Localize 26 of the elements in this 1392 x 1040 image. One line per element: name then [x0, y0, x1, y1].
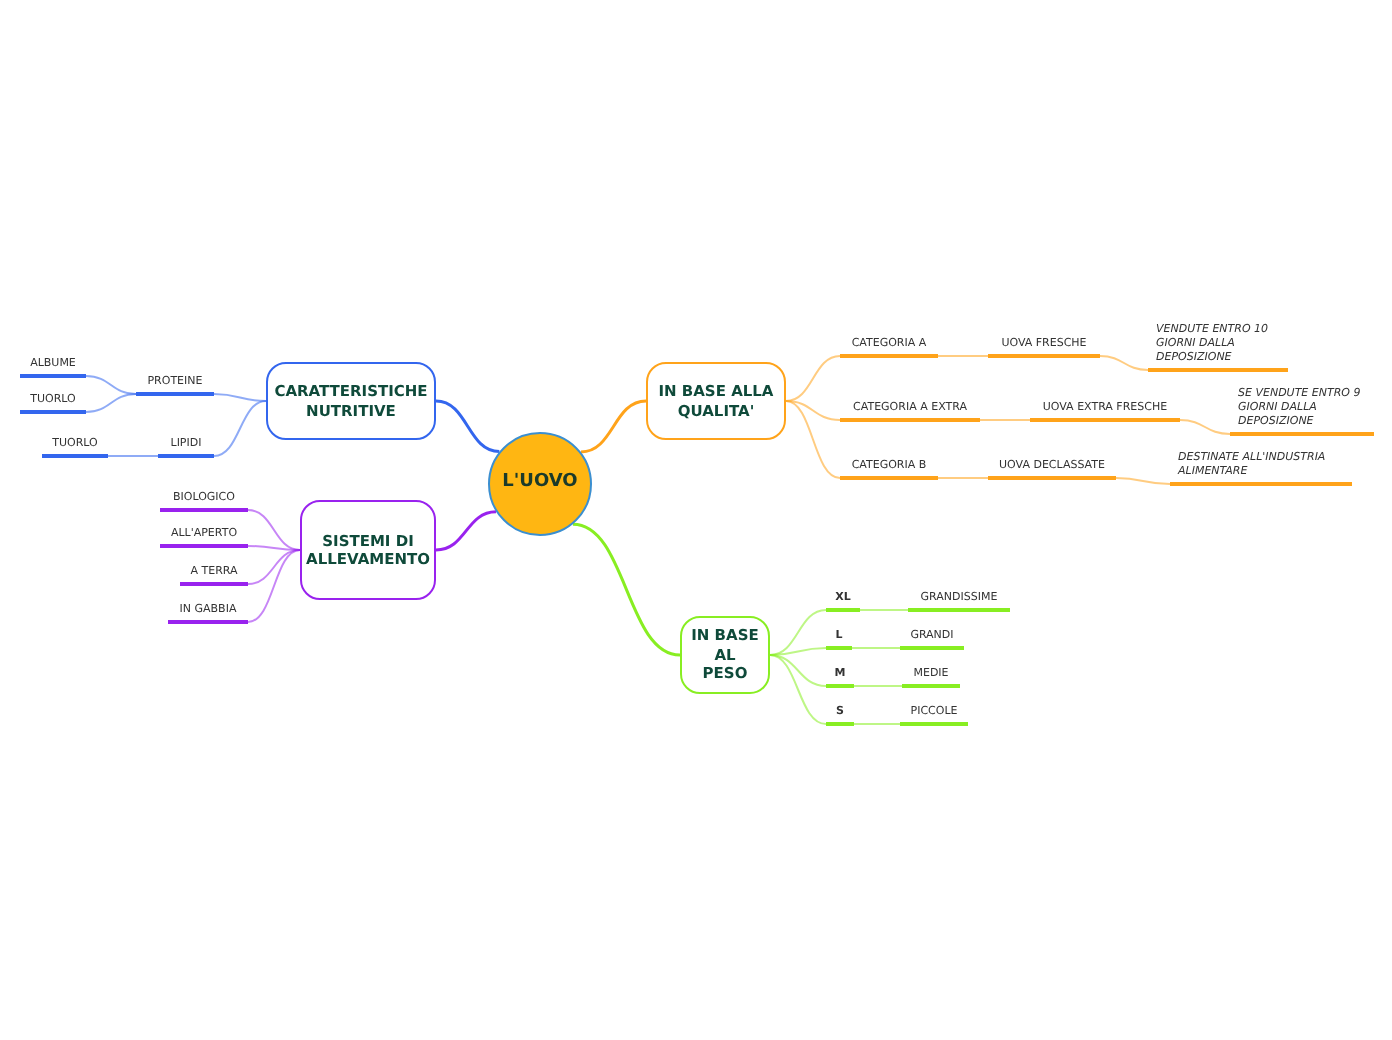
connector-line: [107, 455, 159, 457]
connector-line: [1099, 355, 1149, 371]
connector-line: [853, 685, 903, 687]
connector-line: [213, 400, 267, 457]
connector-line: [1179, 419, 1231, 435]
connector-line: [247, 509, 301, 551]
connector-line: [769, 654, 827, 687]
connector-line: [247, 549, 301, 623]
connector-line: [979, 419, 1031, 421]
connector-line: [85, 393, 137, 413]
connector-line: [572, 522, 681, 657]
connector-line: [859, 609, 909, 611]
connector-line: [769, 609, 827, 656]
connector-line: [580, 399, 647, 454]
connector-line: [937, 355, 989, 357]
connector-line: [851, 647, 901, 649]
connector-line: [937, 477, 989, 479]
connector-line: [247, 549, 301, 585]
connector-line: [853, 723, 901, 725]
connector-line: [435, 399, 500, 454]
connector-line: [435, 510, 497, 552]
connector-line: [769, 654, 827, 725]
connector-line: [785, 355, 841, 402]
connector-line: [1115, 477, 1171, 485]
connector-line: [785, 400, 841, 421]
connector-line: [785, 400, 841, 479]
